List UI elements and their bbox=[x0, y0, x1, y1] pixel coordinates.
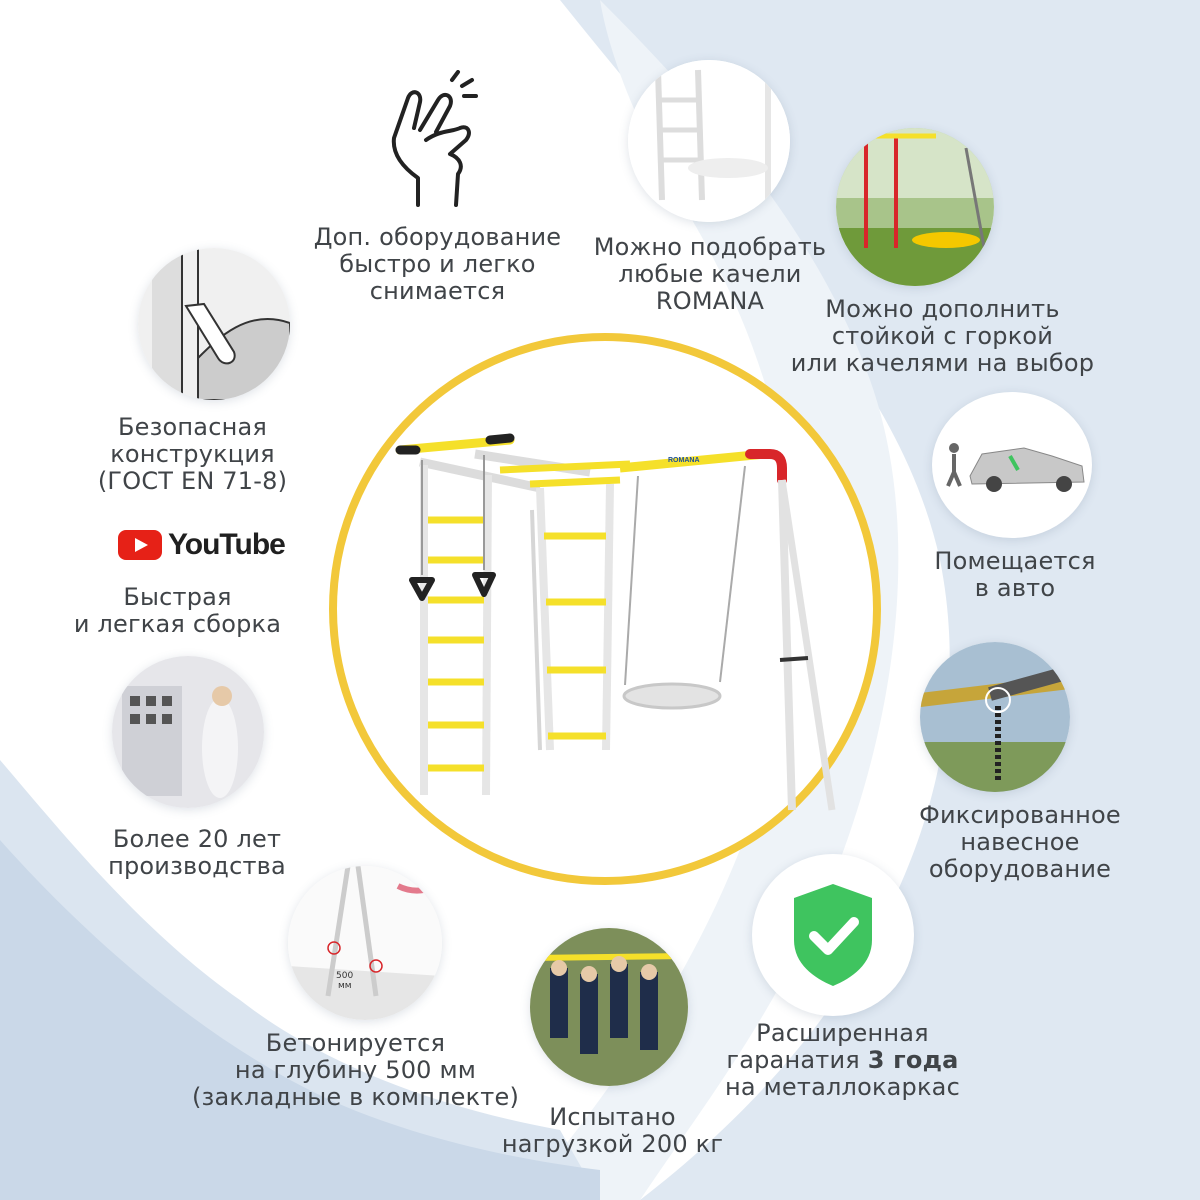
fixed-equipment-circle bbox=[920, 642, 1070, 792]
car-icon bbox=[946, 443, 1085, 492]
safe-construction-circle bbox=[138, 248, 290, 400]
feature-warranty: Расширенная гаранатия 3 года на металлок… bbox=[725, 1019, 960, 1101]
swing-photo-circle bbox=[628, 60, 790, 222]
hand-snap-icon bbox=[391, 70, 478, 207]
concrete-depth-circle: 500 мм bbox=[288, 866, 442, 1020]
garden-complex-photo-circle bbox=[836, 128, 994, 286]
depth-unit: мм bbox=[338, 981, 352, 991]
shield-check-icon bbox=[794, 884, 872, 986]
depth-value: 500 bbox=[336, 971, 353, 981]
load-test-photo-circle bbox=[530, 928, 688, 1086]
youtube-link[interactable]: YouTube bbox=[118, 526, 286, 566]
youtube-label: YouTube bbox=[168, 528, 286, 561]
factory-photo-circle bbox=[112, 656, 264, 808]
car-trunk-icon-circle bbox=[932, 392, 1092, 538]
warranty-shield-circle bbox=[752, 854, 914, 1016]
playground-complex-illustration: ROMANA bbox=[395, 433, 836, 811]
youtube-play-icon bbox=[118, 530, 162, 560]
romana-bar-label: ROMANA bbox=[668, 457, 700, 464]
